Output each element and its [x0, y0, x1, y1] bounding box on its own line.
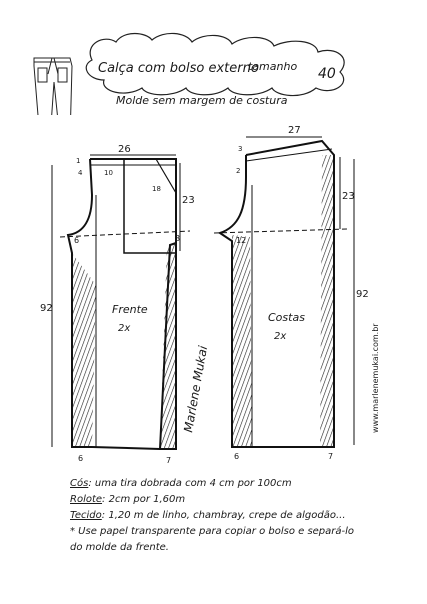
front-left-small-2: 4: [78, 169, 83, 177]
title-text: Calça com bolso externo: [98, 61, 259, 76]
note-rolote: Rolote: 2cm por 1,60m: [70, 492, 420, 508]
front-hem-right: 7: [166, 456, 171, 465]
front-crotch-ext: 6: [74, 236, 79, 245]
signature: Marlene Mukai: [181, 344, 210, 434]
note-obs-line1: * Use papel transparente para copiar o b…: [70, 526, 355, 537]
front-rise: 23: [182, 195, 195, 206]
header-area: Calça com bolso externo tamanho 40 Molde…: [33, 32, 345, 115]
title-size-number: 40: [318, 66, 336, 82]
note-cos-text: : uma tira dobrada com 4 cm por 100cm: [88, 478, 292, 489]
back-length: 92: [356, 289, 369, 300]
back-crotch-ext: 12: [236, 236, 246, 245]
note-tecido-label: Tecido: [70, 510, 102, 521]
back-hip-line: [213, 228, 349, 234]
front-hip-drop: 3: [175, 234, 180, 243]
back-hem-right: 7: [328, 452, 333, 461]
front-hip-line: [59, 230, 191, 238]
back-outline: [217, 139, 335, 448]
back-top-offset: 3: [238, 145, 242, 153]
front-label: Frente: [112, 303, 148, 316]
back-label: Costas: [268, 311, 305, 324]
note-tecido: Tecido: 1,20 m de linho, chambray, crepe…: [70, 508, 420, 524]
trousers-sketch-icon: [33, 57, 73, 115]
front-pattern-piece: 26 10 18 1 4 6 23 3 92 6 7 Frente 2x: [40, 144, 195, 465]
website-vertical-text: www.marlenemukai.com.br: [371, 323, 380, 433]
notes-block: Cós: uma tira dobrada com 4 cm por 100cm…: [70, 476, 420, 556]
title-size-word: tamanho: [248, 60, 297, 73]
front-left-hatch: [72, 253, 96, 447]
back-top-width: 27: [288, 125, 301, 136]
front-outline: [66, 158, 177, 450]
note-rolote-text: : 2cm por 1,60m: [102, 494, 186, 505]
pattern-drawing: 26 10 18 1 4 6 23 3 92 6 7 Frente 2x 27 …: [40, 125, 380, 465]
front-length: 92: [40, 303, 53, 314]
front-pocket: [123, 159, 176, 254]
back-right-hatch: [320, 155, 334, 447]
note-rolote-label: Rolote: [70, 494, 103, 505]
subtitle: Molde sem margem de costura: [116, 94, 288, 107]
front-waist-offset: 10: [104, 169, 113, 177]
back-rise: 23: [342, 191, 355, 202]
back-count: 2x: [274, 331, 286, 342]
front-top-width: 26: [118, 144, 131, 155]
front-right-hatch: [160, 243, 176, 449]
note-tecido-text: : 1,20 m de linho, chambray, crepe de al…: [101, 510, 346, 521]
back-left-hatch: [232, 235, 252, 447]
front-left-small-1: 1: [76, 157, 80, 165]
title-cloud: [85, 32, 345, 97]
back-hem-left: 6: [234, 452, 239, 461]
back-side-offset: 2: [236, 167, 240, 175]
front-count: 2x: [118, 323, 130, 334]
note-cos-label: Cós: [70, 478, 89, 489]
back-pattern-piece: 27 3 2 12 23 92 6 7 Costas 2x: [213, 125, 369, 461]
note-obs-line2: do molde da frente.: [70, 542, 169, 553]
front-pocket-width: 18: [152, 185, 161, 193]
note-cos: Cós: uma tira dobrada com 4 cm por 100cm: [70, 476, 420, 492]
front-hem-left: 6: [78, 454, 83, 463]
